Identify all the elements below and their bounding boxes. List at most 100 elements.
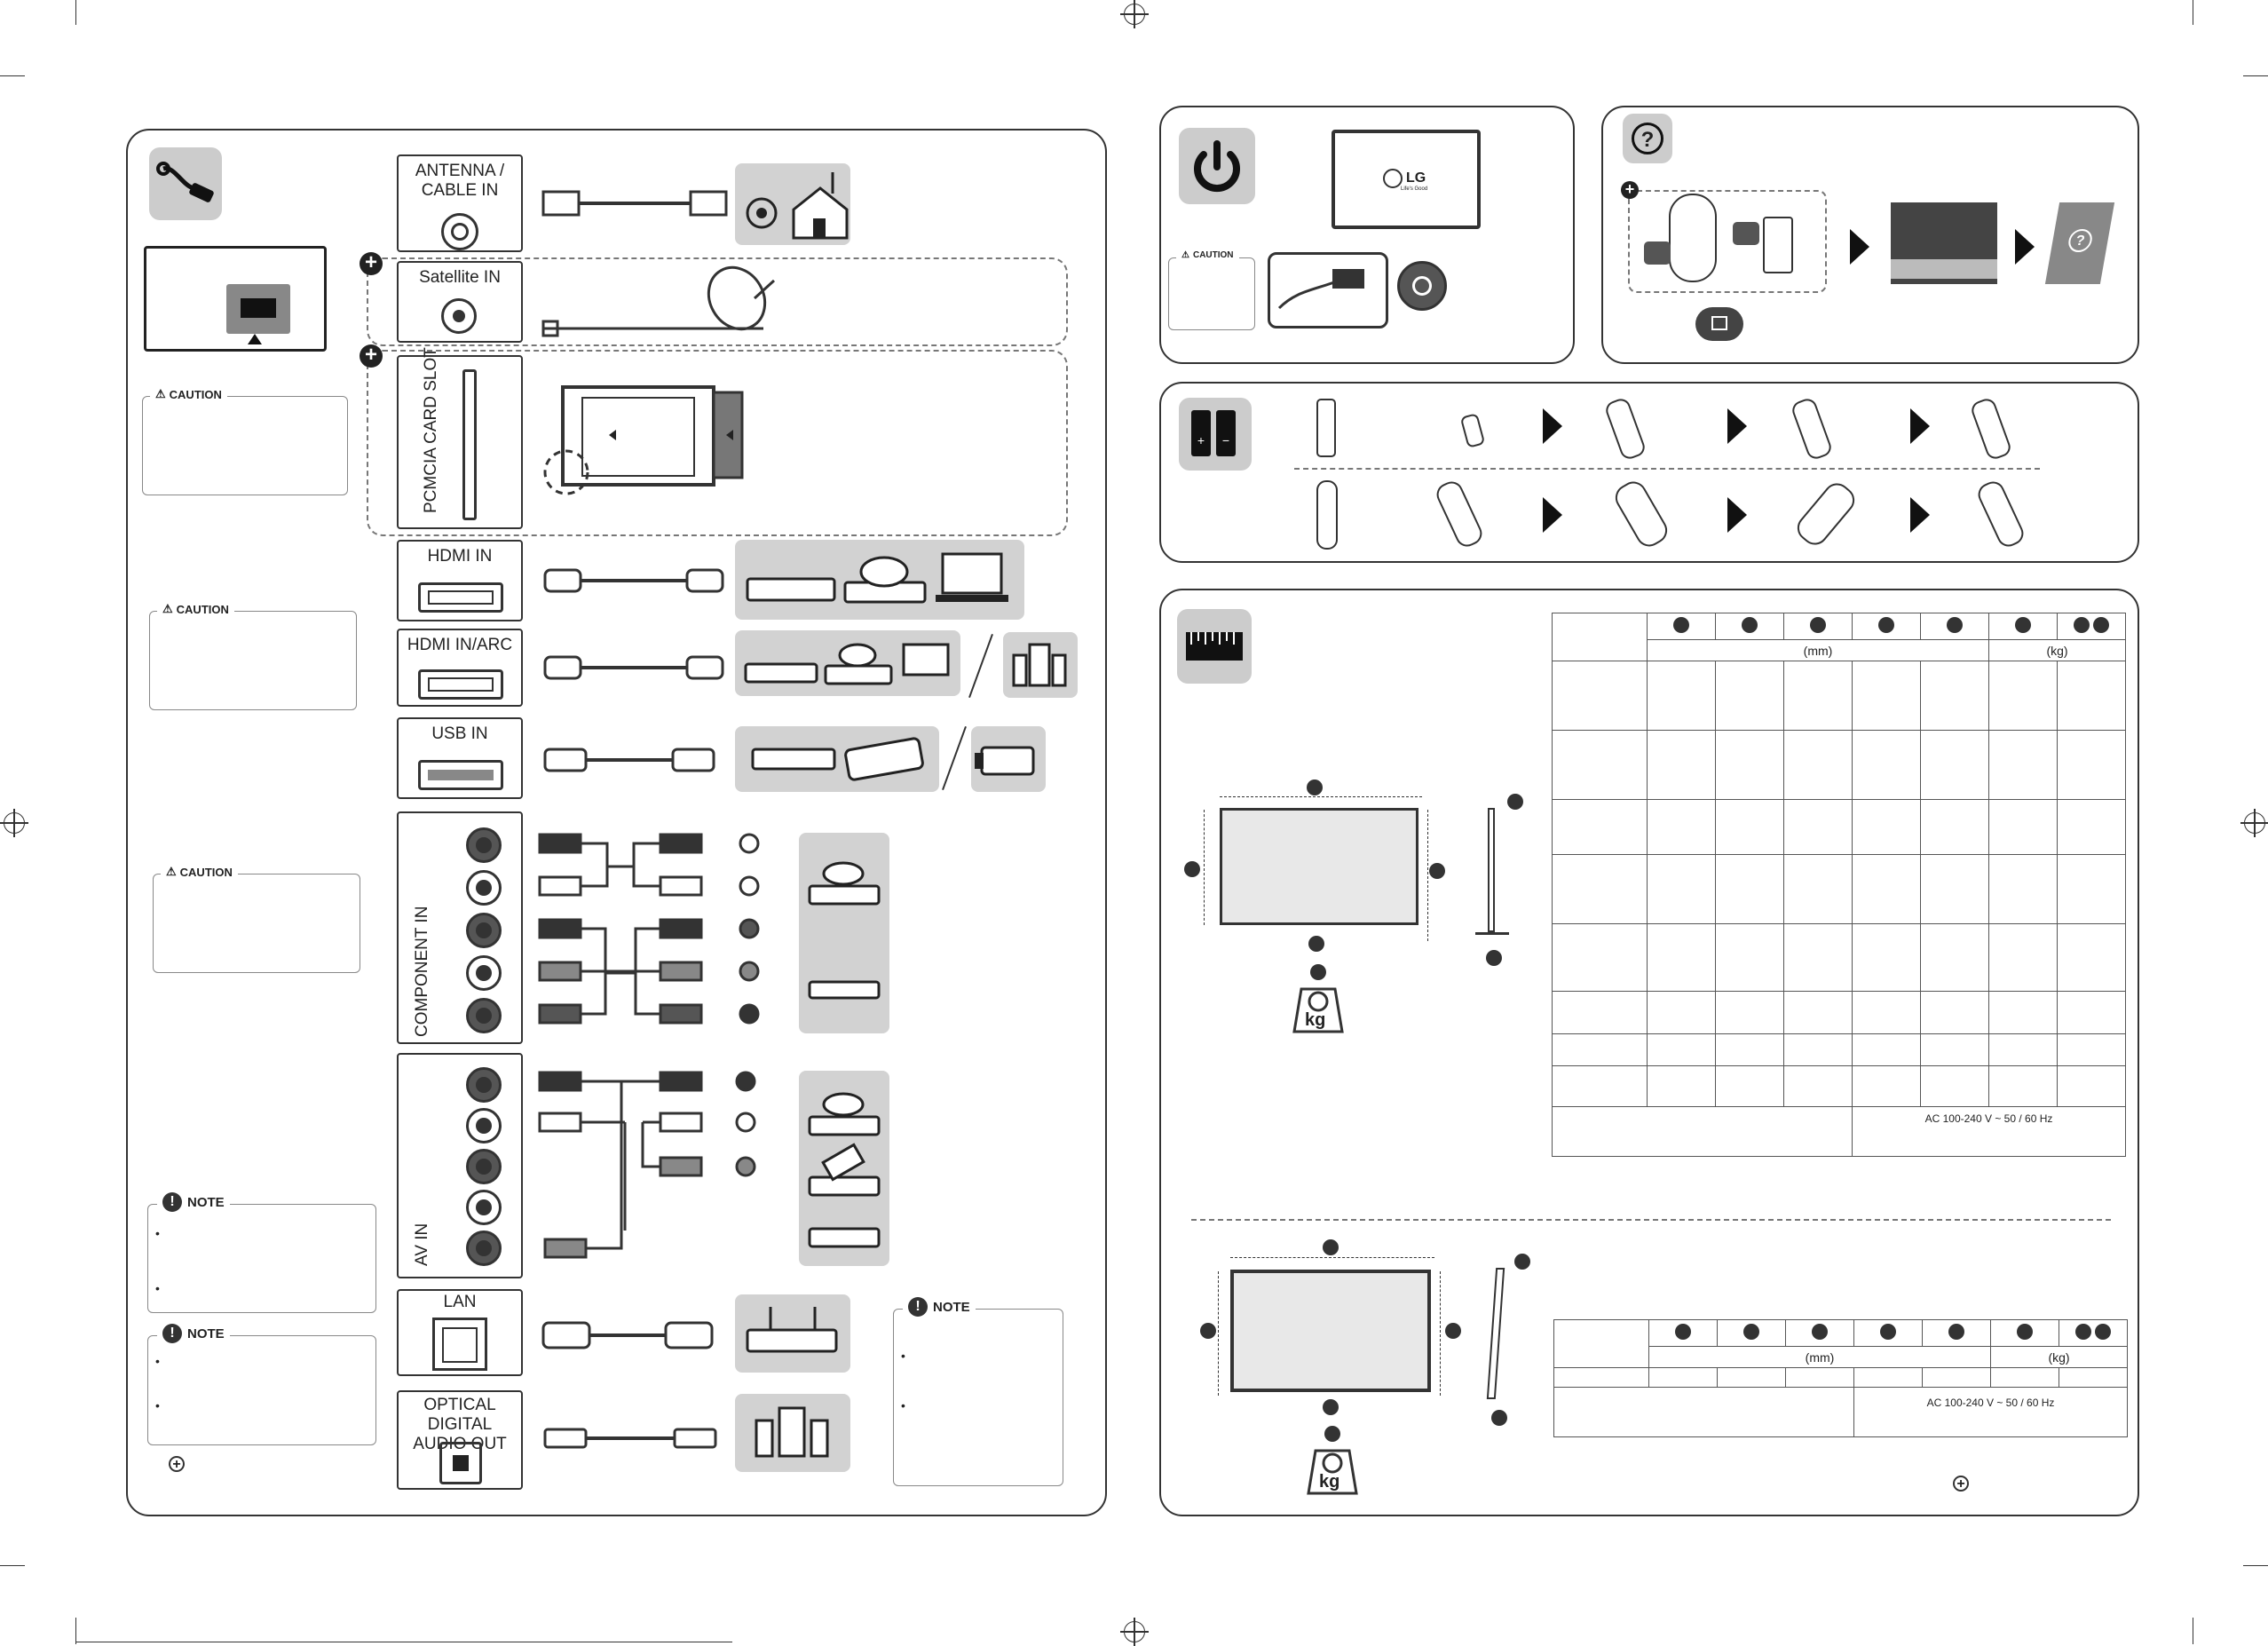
- weight-scale-icon: kg: [1303, 1426, 1362, 1497]
- help-icon: ?: [1623, 114, 1672, 163]
- lan-port-label: LAN: [443, 1293, 477, 1311]
- lan-cable: [541, 1321, 714, 1349]
- warning-icon: ⚠: [162, 602, 173, 615]
- optical-port[interactable]: OPTICAL DIGITAL AUDIO OUT: [397, 1390, 523, 1490]
- home-button-icon[interactable]: [1644, 241, 1671, 265]
- hdmi-arc-port[interactable]: HDMI IN/ARC: [397, 629, 523, 707]
- warning-icon: ⚠: [155, 387, 166, 400]
- antenna-house-device: [735, 163, 850, 245]
- connections-panel: [126, 129, 1107, 1516]
- registration-mark-top: [1120, 0, 1149, 28]
- battery-steps-row2: [1316, 480, 2024, 550]
- next-arrow-icon: [1543, 408, 1562, 444]
- remote-power-closeup[interactable]: [1397, 261, 1447, 311]
- caution-box-2: ⚠CAUTION: [149, 602, 357, 710]
- plus-circle-icon: +: [169, 1456, 185, 1472]
- av-jack[interactable]: [466, 1190, 502, 1225]
- plus-icon: +: [360, 252, 383, 275]
- dimension-marker: [1491, 1410, 1507, 1426]
- battery-divider: [1294, 468, 2040, 470]
- speaker-device: [1003, 632, 1078, 698]
- dimension-marker: [1323, 1239, 1339, 1255]
- usb-drive-device: [971, 726, 1046, 792]
- satellite-port-label: Satellite IN: [419, 268, 501, 287]
- component-devices: [799, 833, 889, 1033]
- unit-kg: (kg): [1988, 639, 2126, 661]
- home-button-icon[interactable]: [1695, 307, 1743, 341]
- info-icon: !: [162, 1324, 182, 1343]
- weight-scale-icon: kg: [1289, 964, 1347, 1035]
- antenna-port-label: ANTENNA / CABLE IN: [415, 162, 505, 200]
- antenna-port[interactable]: ANTENNA / CABLE IN: [397, 154, 523, 252]
- usb-port[interactable]: USB IN: [397, 717, 523, 799]
- standard-remote-illustration: [1763, 217, 1793, 273]
- component-jack[interactable]: [466, 955, 502, 991]
- caution-box-power: ⚠CAUTION: [1168, 250, 1255, 330]
- av-port[interactable]: AV IN: [397, 1053, 523, 1278]
- component-cables: [538, 833, 760, 1025]
- plus-icon: +: [360, 344, 383, 368]
- satellite-optional-box: [367, 257, 1068, 346]
- satellite-dish-cable: [541, 265, 776, 337]
- spec-table-1: (mm) (kg) AC 100-240 V ~ 50 / 60 Hz: [1552, 613, 2126, 1157]
- pcmcia-port[interactable]: PCMCIA CARD SLOT: [397, 347, 523, 529]
- av-cables: [538, 1071, 756, 1259]
- remote-buttons-box: [1628, 190, 1827, 293]
- hdmi-devices: [735, 540, 1024, 620]
- power-spec: AC 100-240 V ~ 50 / 60 Hz: [1852, 1106, 2126, 1157]
- component-jack[interactable]: [466, 870, 502, 906]
- dimension-marker: [1486, 950, 1502, 966]
- hdmi-port[interactable]: HDMI IN: [397, 540, 523, 621]
- component-port[interactable]: COMPONENT IN: [397, 811, 523, 1044]
- next-arrow-icon: [2015, 229, 2035, 265]
- warning-icon: ⚠: [166, 865, 177, 878]
- home-screen-illustration: [1891, 202, 1997, 284]
- crop-mark: [2243, 75, 2268, 76]
- av-jack[interactable]: [466, 1231, 502, 1266]
- component-jack[interactable]: [466, 998, 502, 1033]
- component-jack[interactable]: [466, 827, 502, 863]
- registration-mark-bottom: [1120, 1618, 1149, 1646]
- help-panel: [1601, 106, 2139, 364]
- next-arrow-icon: [1910, 497, 1930, 533]
- av-devices: [799, 1071, 889, 1266]
- hdmi-cable: [543, 568, 724, 593]
- unit-kg: (kg): [1990, 1346, 2128, 1368]
- plus-icon: +: [1621, 181, 1639, 199]
- usb-port-label: USB IN: [431, 724, 488, 743]
- next-arrow-icon: [1727, 408, 1747, 444]
- dimension-marker: [1429, 863, 1445, 879]
- component-jack[interactable]: [466, 913, 502, 948]
- satellite-port[interactable]: Satellite IN: [397, 261, 523, 343]
- power-spec: AC 100-240 V ~ 50 / 60 Hz: [1853, 1387, 2128, 1437]
- lan-port[interactable]: LAN: [397, 1289, 523, 1376]
- pcmcia-port-label: PCMCIA CARD SLOT: [422, 347, 440, 513]
- warning-icon: ⚠: [1181, 250, 1189, 260]
- power-panel: [1159, 106, 1575, 364]
- av-jack[interactable]: [466, 1108, 502, 1143]
- dimension-marker: [1507, 794, 1523, 810]
- power-icon: [1179, 128, 1255, 204]
- next-arrow-icon: [1910, 408, 1930, 444]
- cable-icon: [149, 147, 222, 220]
- av-jack[interactable]: [466, 1149, 502, 1184]
- home-button-icon[interactable]: [1733, 222, 1759, 245]
- crop-mark: [75, 1618, 76, 1644]
- hdmi-arc-cable: [543, 655, 724, 680]
- unit-mm: (mm): [1647, 639, 1989, 661]
- av-jack[interactable]: [466, 1067, 502, 1103]
- next-arrow-icon: [1727, 497, 1747, 533]
- tv-back-illustration: [144, 246, 327, 352]
- crop-mark: [0, 1565, 25, 1566]
- crop-mark: [2243, 1565, 2268, 1566]
- power-button-closeup[interactable]: [1268, 252, 1388, 328]
- battery-steps-row1: [1316, 399, 2011, 459]
- note-box-3: !NOTE • •: [893, 1297, 1063, 1486]
- component-port-label: COMPONENT IN: [413, 906, 431, 1037]
- ruler-icon: [1177, 609, 1252, 684]
- dimension-marker: [1514, 1254, 1530, 1270]
- registration-mark-right: [2240, 809, 2268, 837]
- tv-front-dimensions-1: [1220, 808, 1418, 925]
- usb-cable: [543, 748, 715, 772]
- caution-box-1: ⚠CAUTION: [142, 387, 348, 495]
